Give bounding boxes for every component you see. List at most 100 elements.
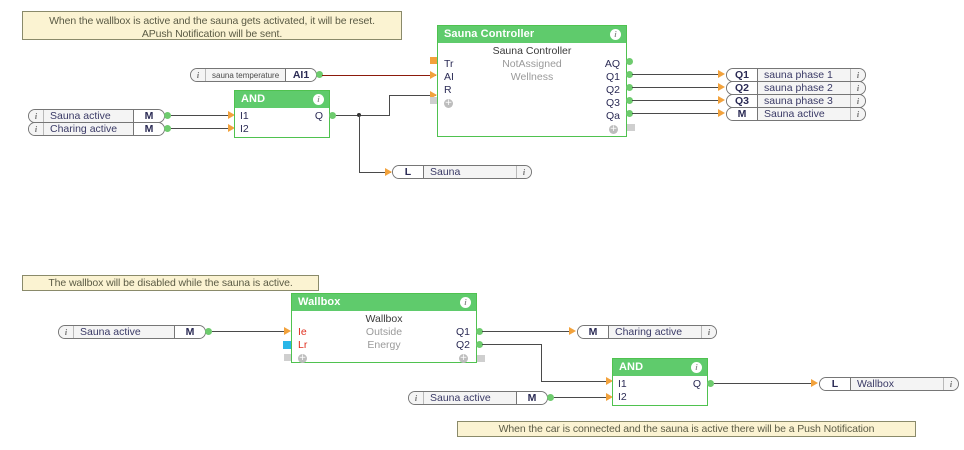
info-icon[interactable]: i — [850, 69, 865, 81]
add-input-icon[interactable]: + — [298, 353, 307, 363]
input-arrow — [606, 393, 613, 401]
info-icon[interactable]: i — [460, 297, 471, 308]
block-and-bottom[interactable]: AND i I1 I2 Q — [612, 358, 708, 406]
pin-lr[interactable]: Lr — [298, 339, 308, 351]
pin-q2[interactable]: Q2 — [455, 339, 470, 351]
io-sauna-phase-2[interactable]: Q2 sauna phase 2 i — [726, 81, 866, 95]
info-icon[interactable]: i — [59, 326, 74, 338]
pin-i1[interactable]: I1 — [240, 110, 249, 122]
pin-stub-expand[interactable] — [430, 97, 438, 104]
block-wallbox-body: Wallbox Outside Energy Ie Lr + Q1 Q2 + — [292, 311, 476, 363]
note-sauna-reset-line1: When the wallbox is active and the sauna… — [49, 15, 375, 27]
input-arrow — [284, 327, 291, 335]
io-sauna-active-out[interactable]: M Sauna active i — [726, 107, 866, 121]
wire — [541, 344, 542, 382]
note-wallbox-disabled[interactable]: The wallbox will be disabled while the s… — [22, 275, 319, 291]
pin-i2[interactable]: I2 — [618, 391, 627, 403]
pin-qa[interactable]: Qa — [605, 110, 620, 122]
io-sauna-active-and-in-label: Sauna active — [424, 392, 516, 404]
block-sauna-controller-title: Sauna Controller — [444, 28, 535, 40]
block-and-bottom-header[interactable]: AND i — [613, 359, 707, 376]
note-push-notification[interactable]: When the car is connected and the sauna … — [457, 421, 916, 437]
block-sauna-controller-header[interactable]: Sauna Controller i — [438, 26, 626, 43]
info-icon[interactable]: i — [850, 82, 865, 94]
block-room: Wellness — [510, 71, 554, 83]
io-sauna-active-top[interactable]: i Sauna active M — [28, 109, 165, 123]
pin-q1[interactable]: Q1 — [605, 71, 620, 83]
note-wallbox-disabled-text: The wallbox will be disabled while the s… — [48, 277, 293, 289]
io-charing-active-in[interactable]: i Charing active M — [28, 122, 165, 136]
io-charing-active-in-label: Charing active — [44, 123, 133, 135]
info-icon[interactable]: i — [409, 392, 424, 404]
pin-i1[interactable]: I1 — [618, 378, 627, 390]
info-icon[interactable]: i — [850, 108, 865, 120]
io-charing-active-out[interactable]: M Charing active i — [577, 325, 717, 339]
info-icon[interactable]: i — [29, 123, 44, 135]
pin-q[interactable]: Q — [314, 110, 323, 122]
block-wallbox-title: Wallbox — [298, 296, 341, 308]
pin-q2[interactable]: Q2 — [605, 84, 620, 96]
io-charing-active-in-code: M — [133, 123, 164, 135]
info-icon[interactable]: i — [29, 110, 44, 122]
block-wallbox-header[interactable]: Wallbox i — [292, 294, 476, 311]
io-sauna-temperature-label: sauna temperature — [206, 69, 285, 81]
pin-i2[interactable]: I2 — [240, 123, 249, 135]
io-sauna-phase-1[interactable]: Q1 sauna phase 1 i — [726, 68, 866, 82]
pin-q3[interactable]: Q3 — [605, 97, 620, 109]
wire — [482, 331, 571, 332]
info-icon[interactable]: i — [701, 326, 716, 338]
wire — [389, 95, 390, 116]
block-wallbox[interactable]: Wallbox i Wallbox Outside Energy Ie Lr +… — [291, 293, 477, 363]
input-arrow — [718, 96, 725, 104]
wire — [714, 383, 813, 384]
info-icon[interactable]: i — [191, 69, 206, 81]
pin-stub-expand[interactable] — [284, 354, 292, 361]
io-charing-active-out-label: Charing active — [609, 326, 701, 338]
wire — [359, 172, 391, 173]
block-sauna-controller[interactable]: Sauna Controller i Sauna Controller NotA… — [437, 25, 627, 137]
connector-dot — [626, 110, 633, 117]
info-icon[interactable]: i — [313, 94, 324, 105]
info-icon[interactable]: i — [691, 362, 702, 373]
connector-dot — [626, 58, 633, 65]
io-sauna-active-wallbox-in[interactable]: i Sauna active M — [58, 325, 206, 339]
add-input-icon[interactable]: + — [444, 98, 453, 108]
io-sauna-active-and-in[interactable]: i Sauna active M — [408, 391, 548, 405]
connector-dot — [205, 328, 212, 335]
wire — [554, 397, 608, 398]
pin-ai[interactable]: AI — [444, 71, 454, 83]
io-sauna-temperature[interactable]: i sauna temperature AI1 — [190, 68, 317, 82]
info-icon[interactable]: i — [516, 166, 531, 178]
pin-q1[interactable]: Q1 — [455, 326, 470, 338]
pin-q[interactable]: Q — [692, 378, 701, 390]
pin-aq[interactable]: AQ — [604, 58, 620, 70]
info-icon[interactable]: i — [943, 378, 958, 390]
add-output-icon[interactable]: + — [459, 353, 468, 363]
io-sauna-out-l[interactable]: L Sauna i — [392, 165, 532, 179]
io-sauna-phase-3[interactable]: Q3 sauna phase 3 i — [726, 94, 866, 108]
io-sauna-active-wallbox-in-code: M — [174, 326, 205, 338]
pin-stub-expand[interactable] — [627, 124, 635, 131]
add-output-icon[interactable]: + — [609, 124, 618, 134]
io-charing-active-out-code: M — [578, 326, 609, 338]
note-sauna-reset[interactable]: When the wallbox is active and the sauna… — [22, 11, 402, 40]
io-wallbox-out-l[interactable]: L Wallbox i — [819, 377, 959, 391]
wire — [212, 331, 286, 332]
input-arrow — [718, 83, 725, 91]
pin-r[interactable]: R — [444, 84, 452, 96]
note-sauna-reset-line2: APush Notification will be sent. — [141, 27, 283, 40]
pin-stub-expand[interactable] — [477, 355, 485, 362]
io-sauna-active-top-label: Sauna active — [44, 110, 133, 122]
pin-stub-lr[interactable] — [283, 341, 292, 349]
io-sauna-phase-3-code: Q3 — [727, 95, 758, 107]
pin-ie[interactable]: Ie — [298, 326, 307, 338]
info-icon[interactable]: i — [850, 95, 865, 107]
block-and-top-header[interactable]: AND i — [235, 91, 329, 108]
pin-tr[interactable]: Tr — [444, 58, 454, 70]
block-and-top[interactable]: AND i I1 I2 Q — [234, 90, 330, 138]
block-assignment: NotAssigned — [502, 58, 562, 70]
io-sauna-active-top-code: M — [133, 110, 164, 122]
pin-stub-tr[interactable] — [430, 57, 438, 64]
info-icon[interactable]: i — [610, 29, 621, 40]
